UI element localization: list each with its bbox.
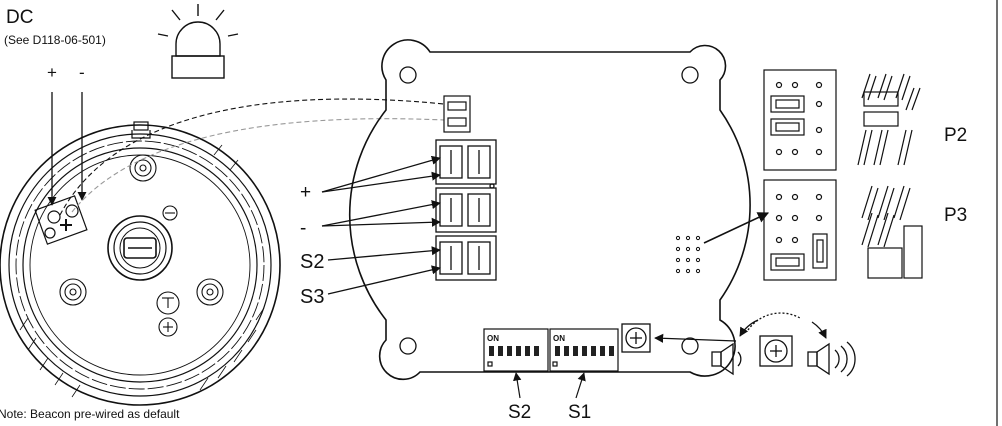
terminal-plus-label: + (300, 182, 311, 203)
dip-switch-s1 (549, 328, 619, 372)
s2-switch-label: S2 (508, 402, 531, 423)
jumper-p3-board (763, 179, 837, 281)
base-screw-boss-top (129, 154, 157, 182)
p3-pointer-arrow (703, 212, 770, 244)
terminal-s3-label: S3 (300, 286, 324, 308)
p2-label: P2 (944, 125, 967, 146)
dip-switch-s2 (483, 328, 549, 372)
speaker-quiet-icon (711, 342, 742, 376)
base-small-screw-top (162, 205, 178, 221)
speaker-loud-icon (807, 341, 856, 377)
base-center-hub (107, 215, 173, 281)
terminal-block-s2-s3 (435, 235, 497, 281)
terminal-block-minus (435, 187, 497, 233)
potentiometer-pointer-arrow (654, 333, 737, 343)
base-screw-boss-left (59, 278, 87, 306)
dc-plus-label: + (47, 63, 57, 82)
base-screw-boss-right (196, 278, 224, 306)
main-circuit-board (348, 39, 751, 381)
jumper-p2-pins-3d (857, 73, 921, 166)
beacon-icon (157, 4, 239, 79)
beacon-wire-dark (59, 98, 445, 216)
dc-minus-label: - (79, 63, 85, 82)
dip-s2-on-label: ON (487, 334, 499, 343)
pcb-jumper-dots (675, 235, 701, 274)
dc-reference-label: (See D118-06-501) (4, 33, 106, 47)
s2-switch-arrow (513, 372, 522, 399)
pcb-mounting-holes (399, 66, 699, 355)
p3-label: P3 (944, 205, 967, 226)
potentiometer-detail (739, 312, 827, 367)
beacon-connector (443, 95, 471, 133)
note-text: Note: Beacon pre-wired as default (0, 407, 180, 421)
dip-s1-on-label: ON (553, 334, 565, 343)
beacon-wire-grey (71, 118, 445, 213)
jumper-p3-pins-3d (861, 185, 923, 279)
dc-label: DC (6, 7, 33, 28)
s1-switch-arrow (575, 372, 586, 399)
s1-switch-label: S1 (568, 402, 591, 423)
beacon-base-housing (0, 124, 281, 406)
base-small-screw-bottom (158, 317, 178, 337)
terminal-arrows (321, 155, 441, 295)
terminal-block-plus (435, 139, 497, 189)
terminal-minus-label: - (300, 218, 306, 239)
volume-potentiometer (621, 323, 651, 353)
jumper-p2-board (763, 69, 837, 171)
base-earth-symbol (156, 291, 180, 315)
terminal-s2-label: S2 (300, 251, 324, 273)
